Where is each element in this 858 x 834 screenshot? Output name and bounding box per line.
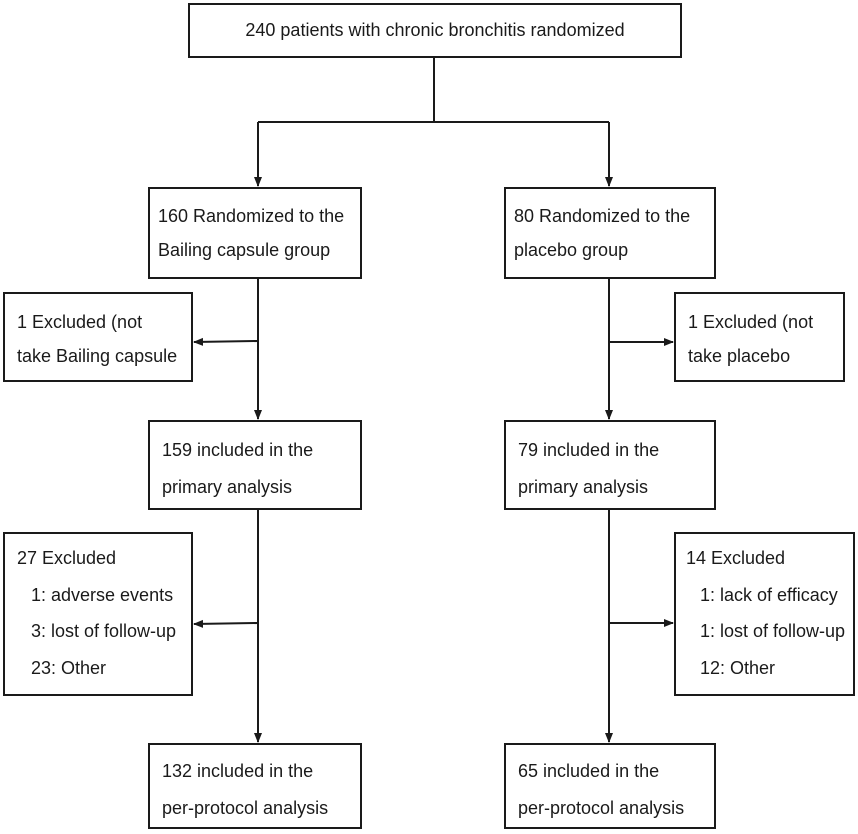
- bailing-excluded-second-title: 27 Excluded: [17, 548, 117, 568]
- placebo-randomized-line-2: placebo group: [514, 240, 629, 260]
- placebo-randomized-box: 80 Randomized to the placebo group: [504, 187, 716, 279]
- placebo-excluded-second-box: 14 Excluded 1: lack of efficacy 1: lost …: [674, 532, 855, 696]
- bailing-primary-analysis-box: 159 included in the primary analysis: [148, 420, 362, 510]
- placebo-excluded-reason: 12: Other: [700, 657, 776, 678]
- placebo-primary-line-2: primary analysis: [518, 477, 649, 497]
- bailing-randomized-box: 160 Randomized to the Bailing capsule gr…: [148, 187, 362, 279]
- bailing-excluded-reason: 23: Other: [31, 657, 107, 678]
- placebo-excluded-first-line-1: 1 Excluded (not: [688, 312, 814, 332]
- randomized-total-box: 240 patients with chronic bronchitis ran…: [188, 3, 682, 58]
- bailing-excluded-second-box: 27 Excluded 1: adverse events 3: lost of…: [3, 532, 193, 696]
- placebo-excluded-first-line-2: take placebo: [688, 346, 791, 366]
- placebo-per-protocol-line-2: per-protocol analysis: [518, 798, 685, 818]
- bailing-primary-line-2: primary analysis: [162, 477, 293, 497]
- bailing-excluded-reason: 1: adverse events: [31, 584, 174, 605]
- placebo-per-protocol-line-1: 65 included in the: [518, 761, 660, 781]
- bailing-excluded-first-line-1: 1 Excluded (not: [17, 312, 143, 332]
- placebo-randomized-line-1: 80 Randomized to the: [514, 206, 691, 226]
- bailing-per-protocol-box: 132 included in the per-protocol analysi…: [148, 743, 362, 829]
- bailing-per-protocol-line-2: per-protocol analysis: [162, 798, 329, 818]
- placebo-excluded-second-title: 14 Excluded: [686, 548, 786, 568]
- bailing-randomized-line-2: Bailing capsule group: [158, 240, 331, 260]
- bailing-per-protocol-line-1: 132 included in the: [162, 761, 314, 781]
- bailing-excluded-reason: 3: lost of follow-up: [31, 621, 177, 641]
- placebo-excluded-reason: 1: lost of follow-up: [700, 621, 846, 641]
- bailing-excluded-first-line-2: take Bailing capsule: [17, 346, 178, 366]
- arrow-left-to-excluded-second: [193, 619, 259, 628]
- bailing-excluded-first-box: 1 Excluded (not take Bailing capsule: [3, 292, 193, 382]
- placebo-primary-analysis-box: 79 included in the primary analysis: [504, 420, 716, 510]
- bailing-primary-line-1: 159 included in the: [162, 440, 314, 460]
- randomized-total-text: 240 patients with chronic bronchitis ran…: [245, 20, 625, 40]
- arrow-left-to-excluded-first: [193, 337, 259, 346]
- placebo-excluded-first-box: 1 Excluded (not take placebo: [674, 292, 845, 382]
- placebo-excluded-reason: 1: lack of efficacy: [700, 584, 838, 605]
- bailing-randomized-line-1: 160 Randomized to the: [158, 206, 345, 226]
- placebo-per-protocol-box: 65 included in the per-protocol analysis: [504, 743, 716, 829]
- placebo-primary-line-1: 79 included in the: [518, 440, 660, 460]
